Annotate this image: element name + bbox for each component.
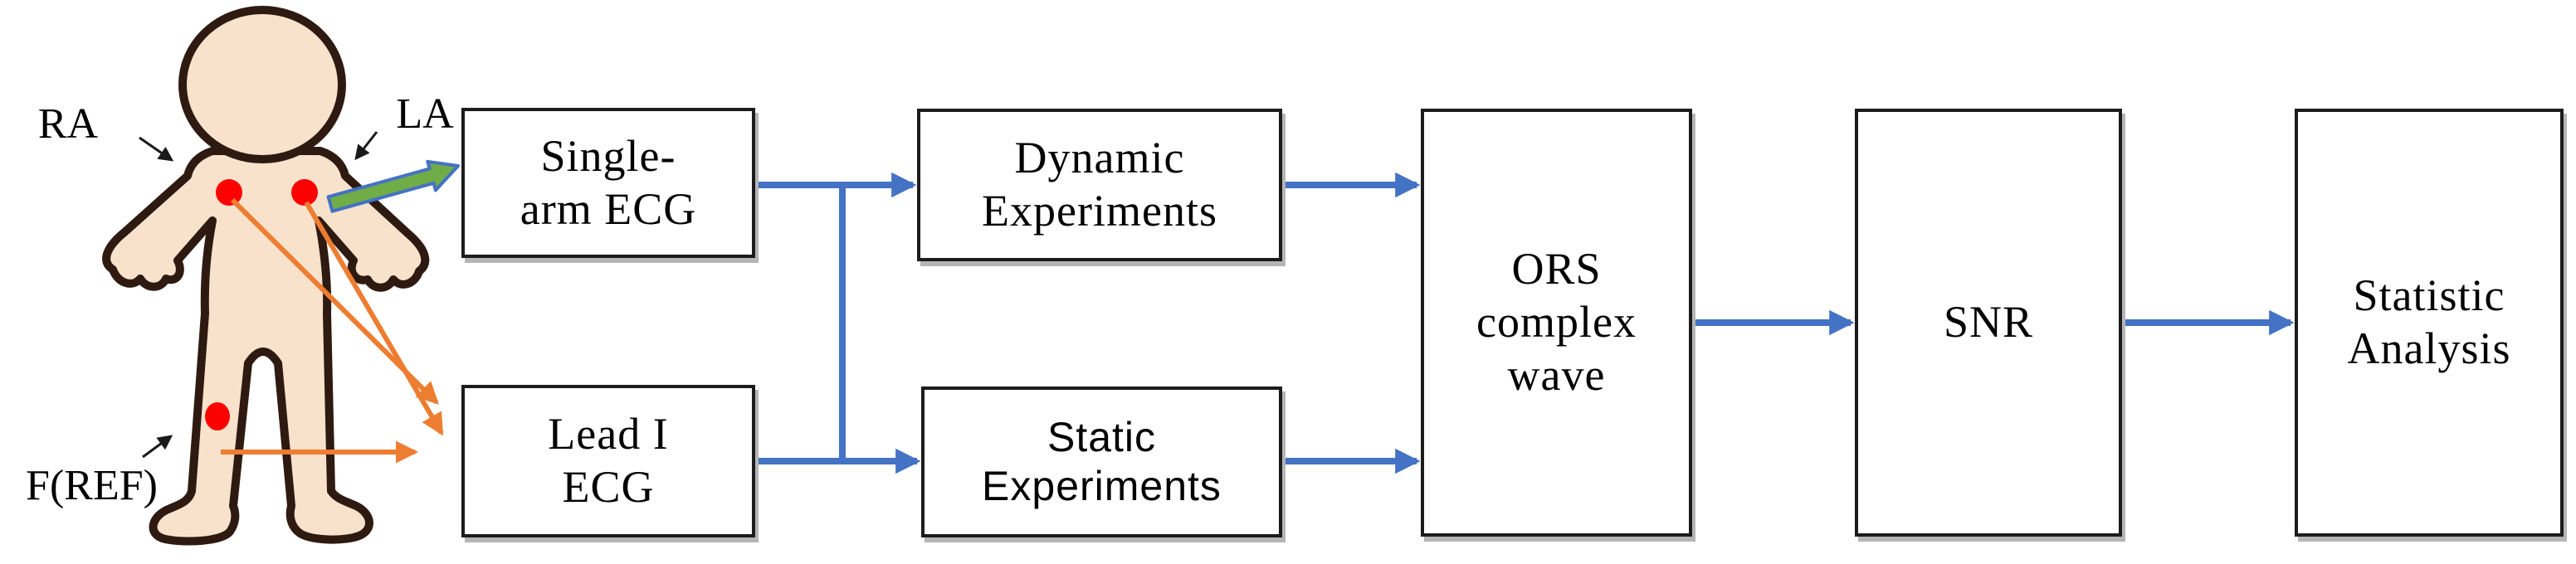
- box-lead1-ecg: Lead I ECG: [461, 385, 755, 537]
- box-label-line: Lead I: [548, 409, 669, 459]
- fref-electrode-dot: [205, 402, 230, 430]
- box-label-line: Single-: [540, 130, 676, 181]
- box-label-line: Experiments: [982, 463, 1222, 509]
- la-to-single-arm-arrow: [326, 159, 460, 213]
- la-label-arrow: [354, 131, 378, 161]
- box-static-experiments: Static Experiments: [921, 387, 1282, 537]
- fref-label: F(REF): [26, 462, 158, 509]
- box-label-line: ECG: [562, 462, 655, 512]
- la-electrode-dot: [291, 179, 318, 206]
- fref-label-arrow: [142, 435, 173, 459]
- box-statistic-analysis: Statistic Analysis: [2295, 109, 2564, 537]
- box-label-line: wave: [1507, 349, 1606, 400]
- box-label-line: Experiments: [982, 186, 1217, 236]
- box-single-arm-ecg: Single- arm ECG: [461, 108, 755, 258]
- human-body-outline: [102, 147, 430, 546]
- ra-electrode-dot: [216, 179, 242, 206]
- box-label-line: complex: [1476, 297, 1637, 348]
- human-head: [178, 6, 346, 163]
- la-label: LA: [396, 90, 454, 138]
- box-dynamic-experiments: Dynamic Experiments: [917, 109, 1282, 261]
- box-label-line: Statistic: [2353, 270, 2505, 321]
- box-label-line: SNR: [1943, 297, 2034, 348]
- box-ors-complex-wave: ORS complex wave: [1421, 109, 1692, 537]
- ra-label-arrow: [139, 136, 174, 162]
- la-to-lead1-arrow: [304, 201, 444, 436]
- box-label-line: Static: [1046, 414, 1157, 460]
- box-label-line: Analysis: [2347, 323, 2511, 373]
- box-label-line: arm ECG: [520, 183, 697, 234]
- box-snr: SNR: [1855, 109, 2122, 537]
- box-label-line: ORS: [1511, 244, 1602, 294]
- box-label-line: Dynamic: [1014, 133, 1185, 183]
- ra-label: RA: [37, 100, 99, 148]
